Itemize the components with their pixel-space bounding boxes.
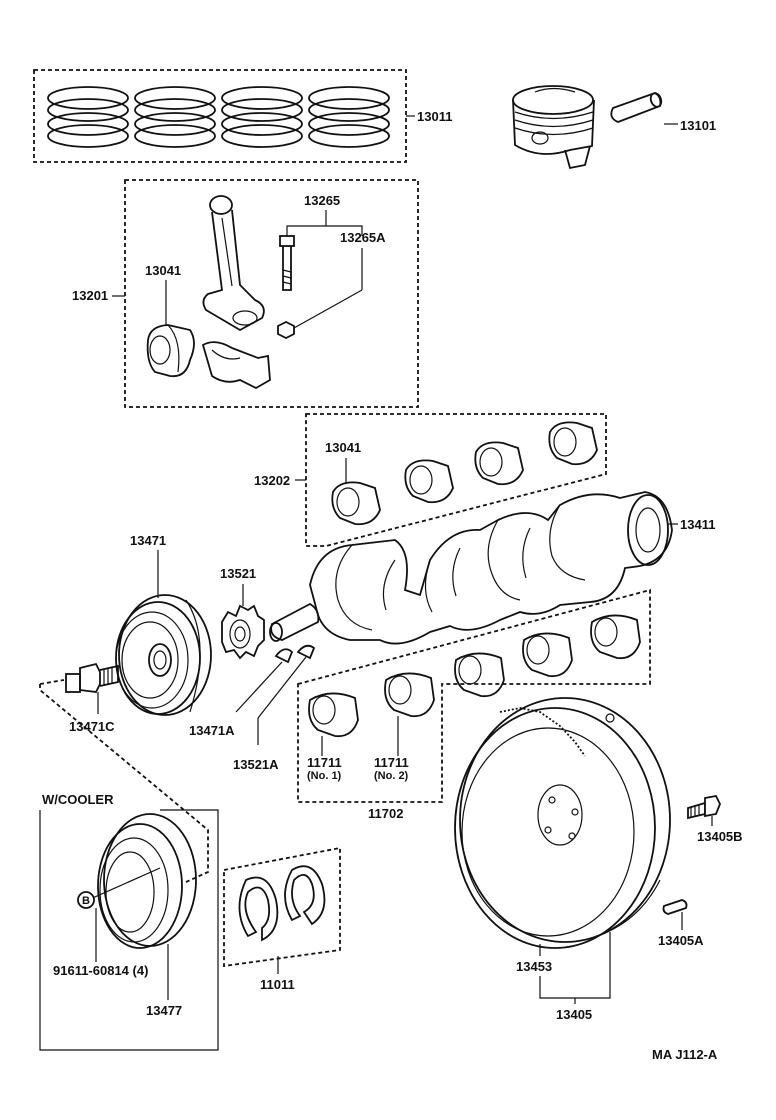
cooler-box (39, 809, 219, 1051)
label-13411: 13411 (680, 517, 715, 532)
cooler-pulley-group[interactable]: W/COOLER B 91611-60814 (4) 13477 (39, 679, 219, 1051)
rod-nut (277, 320, 295, 340)
main-bearing-lower-set[interactable]: 11711 (No. 1) 11711 (No. 2) 11702 (297, 588, 651, 821)
label-13471C: 13471C (69, 719, 115, 734)
cooler-leader-dashed (39, 679, 209, 883)
pulley-bolt[interactable]: 13471C (65, 662, 119, 734)
bolt-marker: B (77, 891, 95, 909)
label-13265: 13265 (304, 193, 340, 208)
label-13041-main: 13041 (325, 440, 361, 455)
label-13453: 13453 (516, 959, 552, 974)
label-13011: 13011 (417, 109, 452, 124)
upper-bearing-2 (404, 459, 454, 504)
lower-bearing-2 (384, 672, 435, 718)
upper-bearing-4 (548, 421, 598, 466)
piston[interactable]: 13101 (512, 85, 716, 170)
cooler-pulley (87, 813, 197, 949)
thrust-washer-2 (284, 865, 326, 926)
main-bearing-upper-set[interactable]: 13202 13041 (254, 413, 607, 547)
label-13471: 13471 (130, 533, 166, 548)
label-11702: 11702 (368, 806, 403, 821)
rod-bearing-pair (146, 324, 195, 378)
lower-bearing-5 (590, 614, 641, 660)
flywheel[interactable]: 13453 13405 (454, 697, 671, 1022)
lower-bearing-3 (454, 652, 505, 698)
flywheel-bolt[interactable]: 13405B (687, 794, 743, 844)
crankshaft[interactable]: 13411 (269, 491, 715, 645)
main-bearing-lower-box (297, 588, 651, 803)
label-13405: 13405 (556, 1007, 592, 1022)
label-13041-rod: 13041 (145, 263, 181, 278)
upper-bearing-1 (331, 481, 381, 526)
piston-ring-group-box (33, 69, 407, 163)
diagram-code: MA J112-A (652, 1047, 718, 1062)
thrust-washer-box (223, 846, 341, 968)
thrust-washer-1 (238, 876, 279, 942)
thrust-washers[interactable]: 11011 (223, 846, 341, 992)
lower-bearing-1 (308, 692, 359, 738)
flywheel-pin[interactable]: 13405A (658, 899, 704, 948)
label-13202: 13202 (254, 473, 290, 488)
piston-pin[interactable] (610, 92, 663, 123)
crankshaft-pulley[interactable]: 13471 (115, 533, 212, 716)
ring-stack-2 (134, 86, 216, 148)
ring-stack-4 (308, 86, 390, 148)
label-11711-no2-sub: (No. 2) (374, 770, 409, 782)
label-13201: 13201 (72, 288, 108, 303)
label-13521A: 13521A (233, 757, 279, 772)
label-13471A: 13471A (189, 723, 235, 738)
connecting-rod-group-box (124, 179, 419, 408)
label-13405B: 13405B (697, 829, 743, 844)
connecting-rod-assembly[interactable]: 13201 13265 (72, 179, 419, 408)
label-13405A: 13405A (658, 933, 704, 948)
rod-bolt (279, 235, 295, 291)
label-13265A: 13265A (340, 230, 386, 245)
label-11711-no1-sub: (No. 1) (307, 770, 342, 782)
crankshaft-gear[interactable]: 13521 (220, 566, 265, 660)
label-11711-no2: 11711 (374, 755, 409, 770)
connecting-rod-cap (201, 341, 271, 390)
label-w-cooler: W/COOLER (42, 792, 114, 807)
label-13101: 13101 (680, 118, 716, 133)
label-11711-no1: 11711 (307, 755, 342, 770)
label-13477: 13477 (146, 1003, 182, 1018)
main-bearing-upper-box (305, 413, 607, 547)
ring-stack-1 (47, 86, 129, 148)
woodruff-keys[interactable]: 13471A 13521A (189, 644, 316, 772)
lower-bearing-4 (522, 632, 573, 678)
label-13521: 13521 (220, 566, 256, 581)
label-91611-60814: 91611-60814 (4) (53, 963, 148, 978)
ring-stack-3 (221, 86, 303, 148)
piston-ring-set[interactable]: 13011 (33, 69, 452, 163)
connecting-rod (202, 195, 265, 332)
label-11011: 11011 (260, 977, 295, 992)
marker-b: B (82, 895, 90, 907)
upper-bearing-3 (474, 441, 524, 486)
